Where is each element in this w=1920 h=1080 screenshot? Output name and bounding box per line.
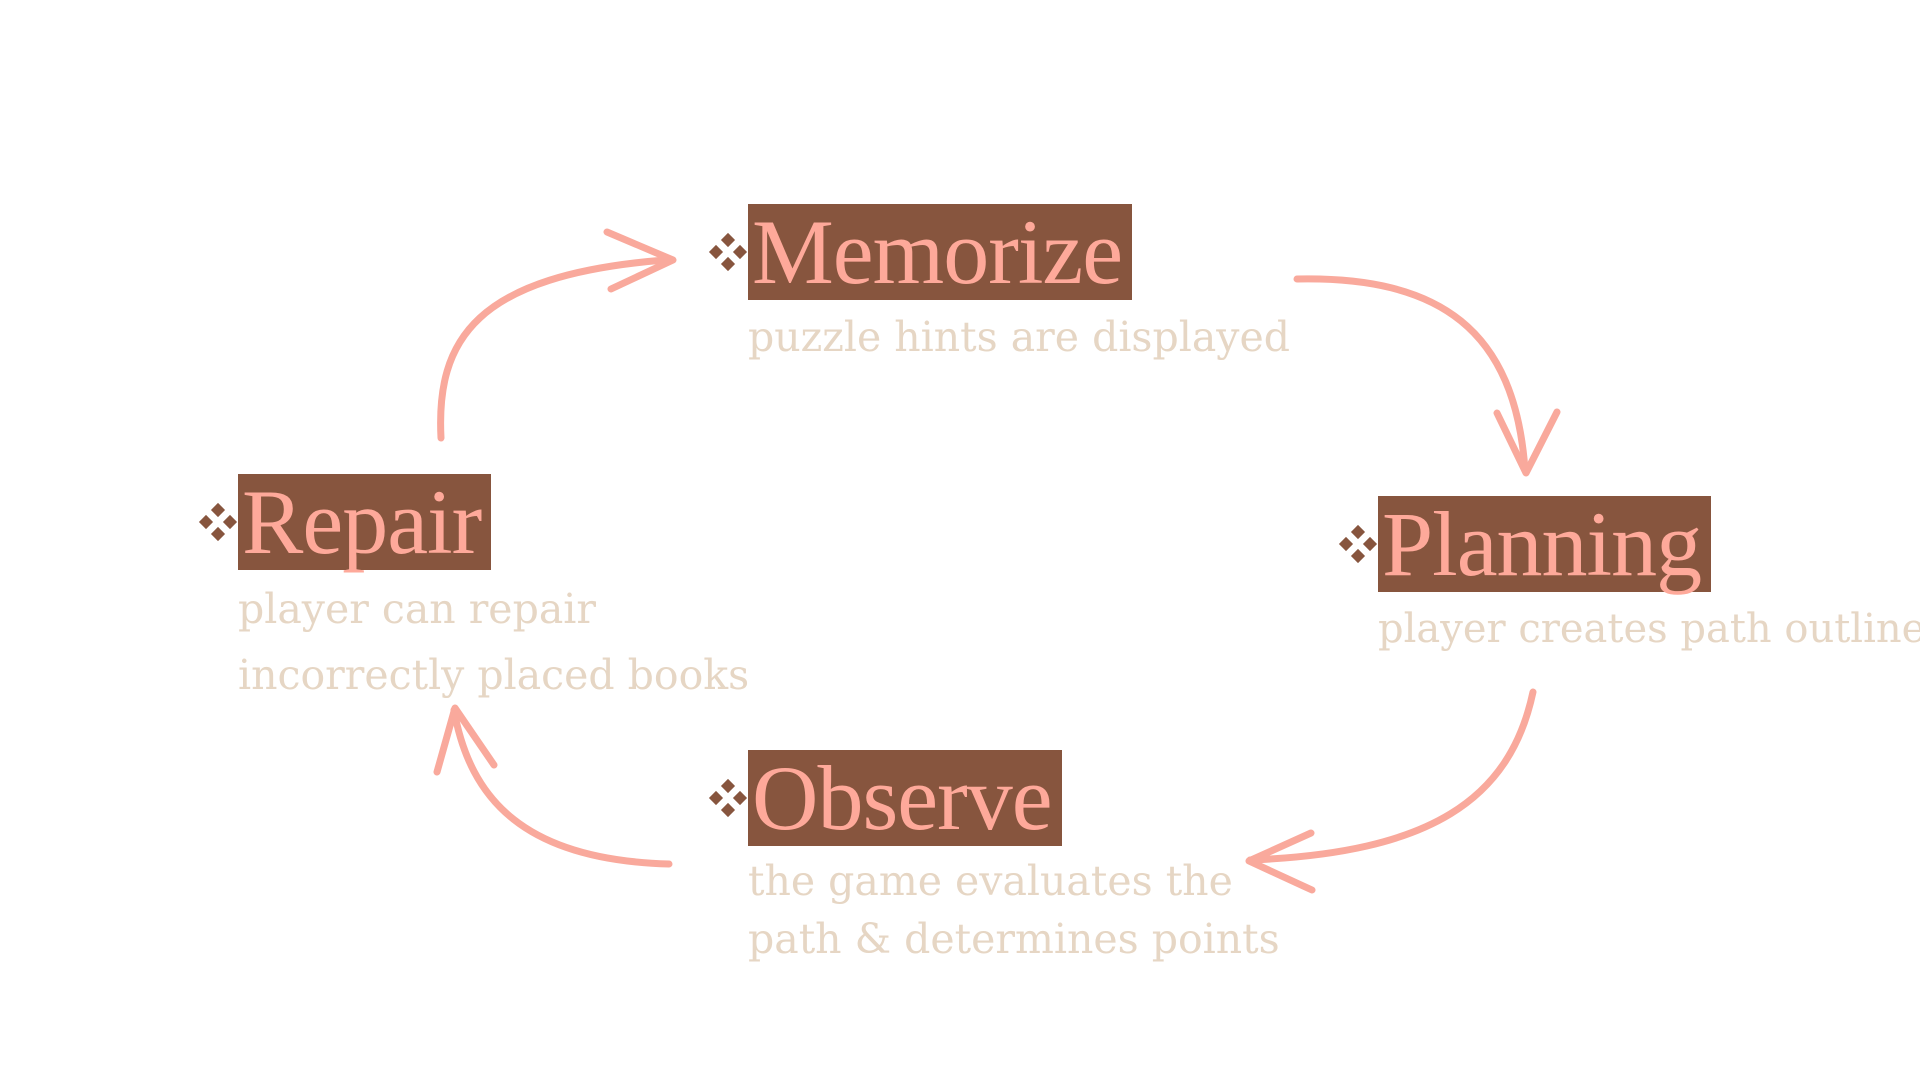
step-description: player can repair incorrectly placed boo… [238, 576, 749, 708]
diamond-cluster-icon [1338, 524, 1378, 564]
description-line: puzzle hints are displayed [748, 313, 1290, 361]
step-title: Planning [1378, 496, 1712, 592]
step-title: Observe [748, 750, 1062, 846]
step-memorize: Memorize puzzle hints are displayed [708, 204, 1290, 368]
step-observe: Observe the game evaluates the path & de… [708, 750, 1280, 968]
step-description: puzzle hints are displayed [748, 306, 1290, 368]
step-title: Memorize [748, 204, 1133, 300]
arrow-observe-to-repair [433, 704, 673, 868]
step-description: the game evaluates the path & determines… [748, 852, 1280, 968]
step-title: Repair [238, 474, 492, 570]
diamond-cluster-icon [708, 778, 748, 818]
arrow-memorize-to-planning [1293, 275, 1561, 477]
diamond-cluster-icon [198, 502, 238, 542]
arrow-planning-to-observe [1245, 688, 1537, 894]
description-line: path & determines points [748, 915, 1280, 963]
description-line: player can repair [238, 585, 596, 633]
description-line: player creates path outline [1378, 606, 1920, 652]
step-planning: Planning player creates path outline [1338, 496, 1920, 660]
diamond-cluster-icon [708, 232, 748, 272]
description-line: incorrectly placed books [238, 651, 750, 699]
arrow-repair-to-memorize [437, 228, 677, 442]
step-description: player creates path outline [1378, 598, 1920, 660]
step-repair: Repair player can repair incorrectly pla… [198, 474, 749, 708]
description-line: the game evaluates the [748, 857, 1233, 905]
